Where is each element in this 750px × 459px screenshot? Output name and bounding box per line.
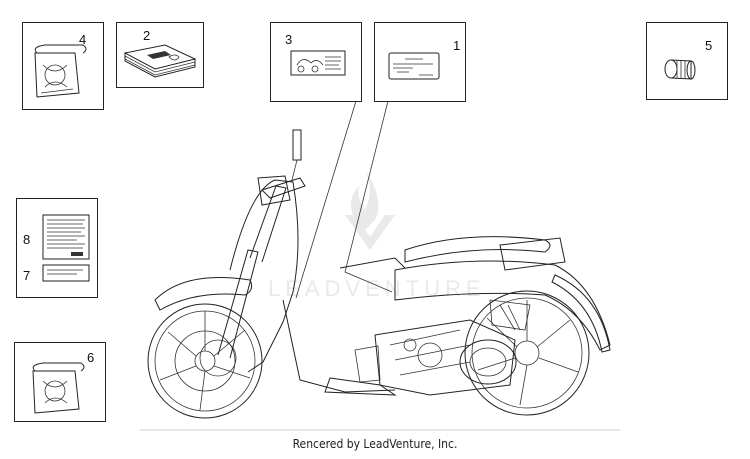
rear-fender xyxy=(551,274,611,353)
part-box-5[interactable]: 5 xyxy=(646,22,728,100)
booklet-icon xyxy=(123,44,197,78)
rear-body xyxy=(394,260,611,351)
manual-bag-icon xyxy=(34,44,87,98)
rear-rack xyxy=(499,237,566,271)
engine-assembly xyxy=(354,299,531,396)
part-number-4: 4 xyxy=(79,32,87,47)
mirror xyxy=(292,129,302,161)
rear-wheel xyxy=(464,290,590,416)
grommet-icon xyxy=(664,59,696,80)
decal-sheet-icon xyxy=(290,50,346,76)
credit-text: Rencered by LeadVenture, Inc. xyxy=(292,437,458,451)
leader-line-3 xyxy=(295,100,357,299)
part-number-8: 8 xyxy=(23,232,31,247)
part-number-6: 6 xyxy=(87,350,95,365)
part-number-5: 5 xyxy=(705,38,713,53)
manual-bag-icon-2 xyxy=(32,362,85,414)
floorboard xyxy=(282,299,396,393)
leg-shield xyxy=(229,179,299,373)
part-number-1: 1 xyxy=(453,38,461,53)
part-number-3: 3 xyxy=(285,32,293,47)
headlight xyxy=(257,175,291,206)
part-box-8-7[interactable]: 8 7 xyxy=(16,198,98,298)
part-box-1[interactable]: 1 xyxy=(374,22,466,102)
exhaust xyxy=(324,377,397,396)
part-box-3[interactable]: 3 xyxy=(270,22,362,102)
part-box-6[interactable]: 6 xyxy=(14,342,106,422)
svg-text:LEADVENTURE: LEADVENTURE xyxy=(268,276,486,301)
front-fender xyxy=(154,277,253,311)
seat xyxy=(404,236,551,263)
part-number-2: 2 xyxy=(143,28,151,43)
part-box-2[interactable]: 2 xyxy=(116,22,204,88)
front-fork xyxy=(217,249,259,359)
part-box-4[interactable]: 4 xyxy=(22,22,104,110)
front-wheel xyxy=(147,303,263,419)
handlebar xyxy=(261,177,306,199)
leader-line-1 xyxy=(344,100,393,293)
warning-labels-icon xyxy=(42,214,90,282)
id-label-icon xyxy=(388,52,440,80)
part-number-7: 7 xyxy=(23,268,31,283)
